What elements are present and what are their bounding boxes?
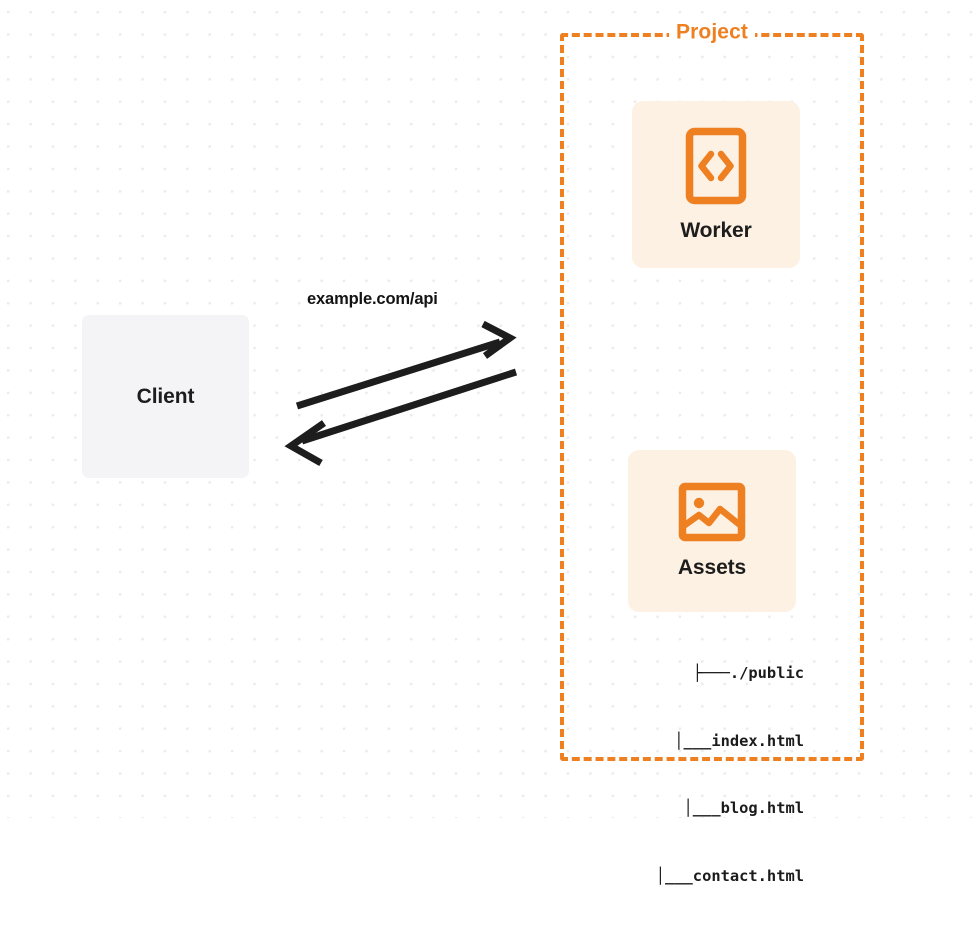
client-node[interactable]: Client: [82, 315, 249, 478]
assets-card-label: Assets: [677, 556, 747, 579]
client-node-label: Client: [136, 384, 195, 408]
connection-label: example.com/api: [307, 290, 438, 308]
file-tree-name: index.html: [711, 731, 804, 750]
file-tree-connector: │___: [674, 731, 712, 750]
file-tree-row: │___index.html: [609, 730, 804, 753]
file-tree-connector: │___: [655, 866, 693, 885]
file-tree-connector: ├───: [692, 664, 730, 682]
file-tree-name: blog.html: [720, 799, 804, 817]
project-boundary: Project: [560, 20, 864, 761]
file-tree-row: │___contact.html: [609, 865, 804, 888]
arrow-left-icon: [284, 368, 518, 467]
worker-card-label: Worker: [680, 218, 752, 242]
diagram-canvas: Client example.com/api Project Worker: [0, 0, 980, 885]
file-tree-row: ├───./public: [609, 662, 804, 685]
file-tree-row: │___blog.html: [609, 797, 804, 820]
code-brackets-icon: [685, 127, 747, 204]
worker-card[interactable]: Worker: [632, 101, 800, 268]
image-picture-icon: [678, 482, 746, 542]
file-tree-connector: │___: [683, 799, 721, 817]
arrow-right-icon: [295, 320, 517, 410]
project-title: Project: [669, 20, 755, 45]
assets-card[interactable]: Assets: [628, 450, 796, 612]
file-tree-name: contact.html: [692, 866, 804, 885]
assets-file-tree: ├───./public │___index.html │___blog.htm…: [609, 617, 804, 932]
file-tree-name: ./public: [729, 664, 804, 682]
